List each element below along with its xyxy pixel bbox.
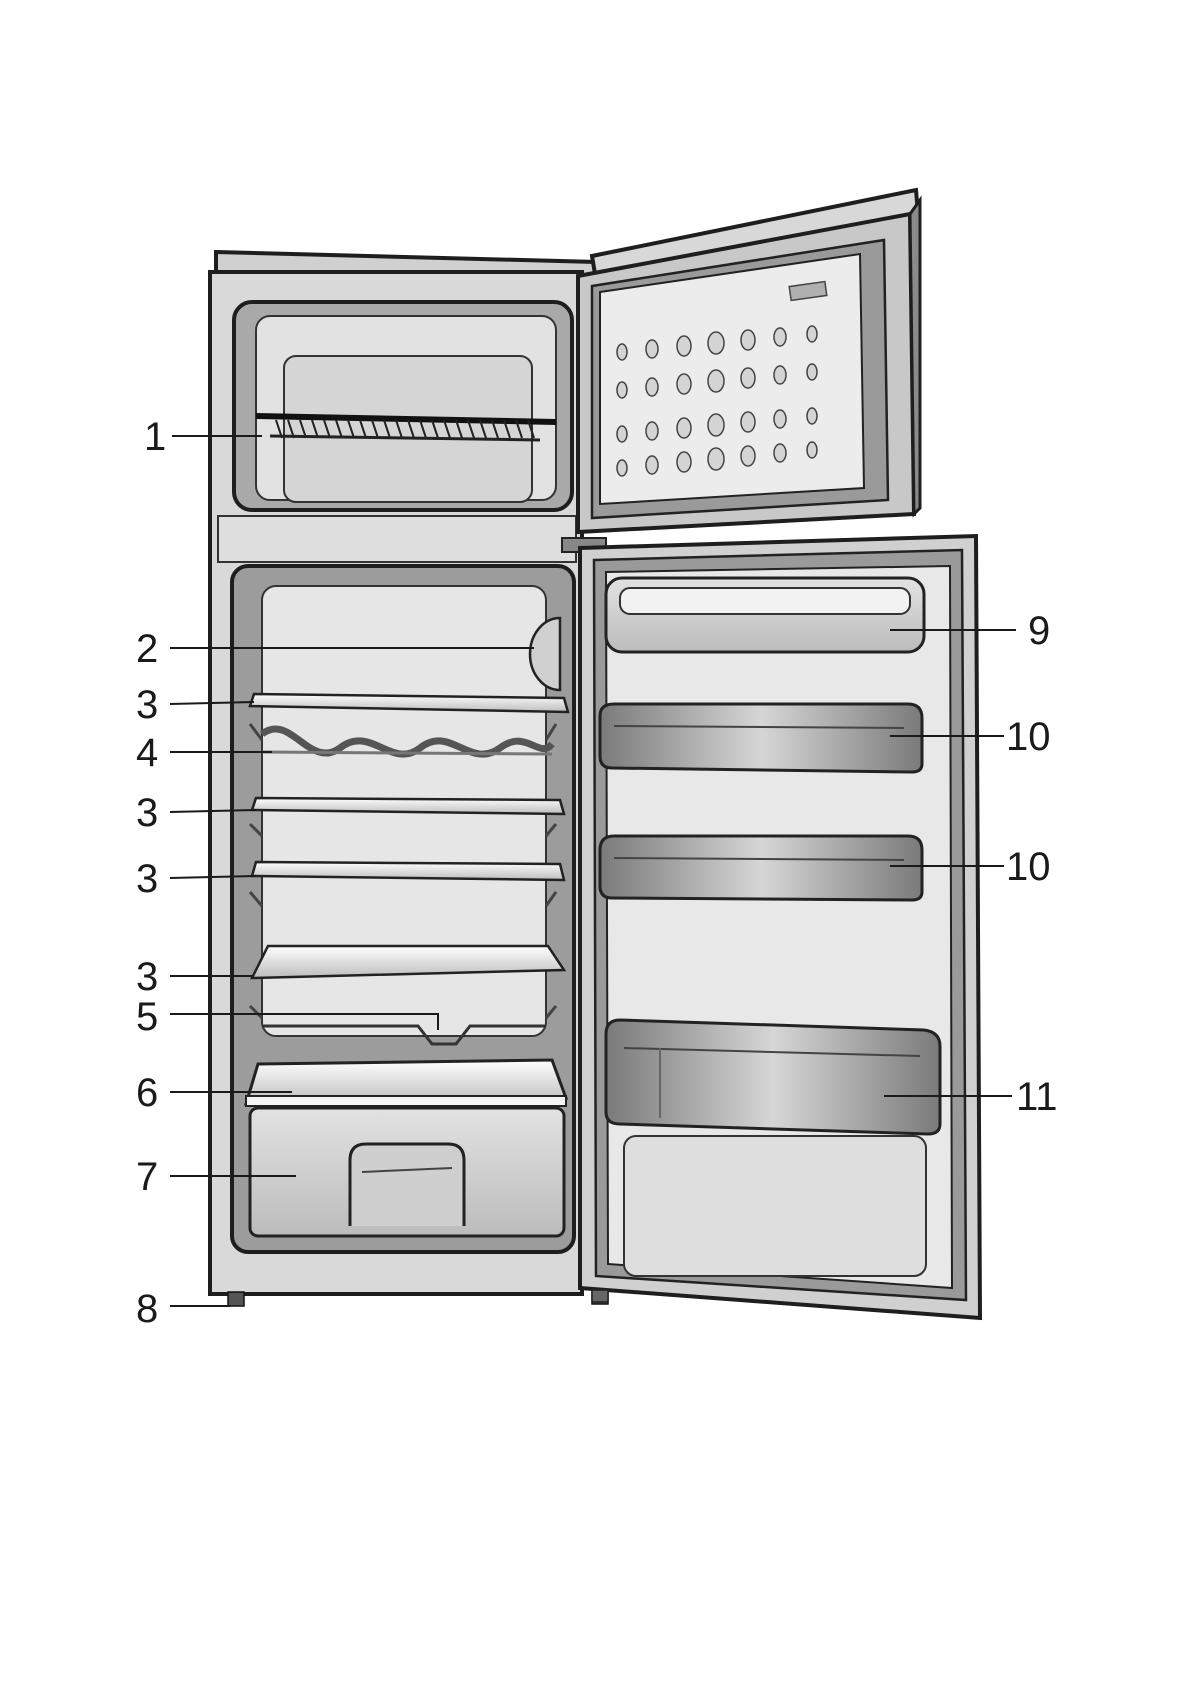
door-dimple [677, 418, 691, 438]
fridge-door-hinge [592, 1290, 608, 1302]
callout-number-3d: 3 [136, 955, 158, 999]
door-balcony-2 [600, 836, 922, 900]
adjustable-foot-left [228, 1292, 244, 1306]
glass-shelf-3 [252, 862, 564, 880]
crisper-cover-rim [246, 1096, 566, 1106]
door-dimple [708, 370, 724, 392]
door-dimple [774, 444, 786, 462]
callout-number-6: 6 [136, 1071, 158, 1115]
crisper-handle [350, 1144, 464, 1226]
door-dimple [646, 340, 658, 358]
compartment-divider [218, 516, 576, 562]
callout-number-9: 9 [1028, 609, 1050, 653]
callout-number-8: 8 [136, 1287, 158, 1331]
door-dimple [646, 422, 658, 440]
callout-number-10b: 10 [1006, 845, 1051, 889]
callout-number-1: 1 [144, 415, 166, 459]
callout-number-10a: 10 [1006, 715, 1051, 759]
door-dimple [807, 326, 817, 342]
door-dimple [677, 374, 691, 394]
door-dimple [708, 332, 724, 354]
callout-number-3c: 3 [136, 857, 158, 901]
door-dimple [741, 446, 755, 466]
door-dimple [807, 442, 817, 458]
door-dimple [741, 368, 755, 388]
door-dimple [646, 456, 658, 474]
door-dimple [774, 366, 786, 384]
door-dimple [708, 414, 724, 436]
callout-number-3a: 3 [136, 683, 158, 727]
freezer-door [562, 190, 920, 552]
door-dimple [741, 330, 755, 350]
callout-number-5: 5 [136, 995, 158, 1039]
dairy-compartment-lid [620, 588, 910, 614]
callout-number-4: 4 [136, 731, 158, 775]
bottle-balcony [606, 1020, 940, 1134]
door-balcony-1 [600, 704, 922, 772]
fridge-door [580, 536, 980, 1318]
door-dimple [741, 412, 755, 432]
callout-number-11: 11 [1016, 1075, 1058, 1119]
door-dimple [617, 460, 627, 476]
callout-number-2: 2 [136, 627, 158, 671]
door-dimple [677, 452, 691, 472]
fridge-compartment [232, 566, 574, 1252]
door-dimple [646, 378, 658, 396]
fridge-door-lower-recess [624, 1136, 926, 1276]
door-dimple [774, 410, 786, 428]
callout-number-7: 7 [136, 1155, 158, 1199]
callout-number-3b: 3 [136, 791, 158, 835]
door-dimple [774, 328, 786, 346]
bottle-rack-back [262, 752, 552, 754]
door-dimple [617, 344, 627, 360]
door-dimple [617, 382, 627, 398]
freezer-compartment [234, 302, 572, 510]
door-dimple [708, 448, 724, 470]
door-dimple [807, 408, 817, 424]
glass-shelf-2 [252, 798, 564, 814]
door-dimple [617, 426, 627, 442]
door-dimple [677, 336, 691, 356]
door-dimple [807, 364, 817, 380]
